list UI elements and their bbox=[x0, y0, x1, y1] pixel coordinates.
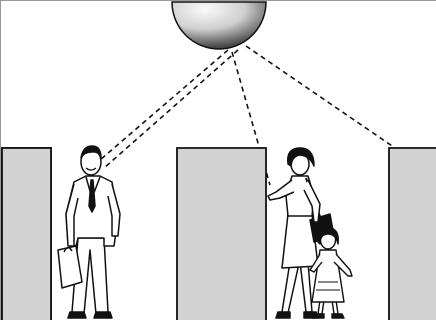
sight-line-man bbox=[100, 50, 228, 160]
partition-right bbox=[389, 148, 436, 320]
man-figure bbox=[58, 146, 120, 318]
partition-center bbox=[177, 148, 266, 320]
camera-dome bbox=[172, 2, 266, 49]
partition-left-fill bbox=[2, 148, 51, 320]
sight-lines bbox=[100, 46, 436, 185]
